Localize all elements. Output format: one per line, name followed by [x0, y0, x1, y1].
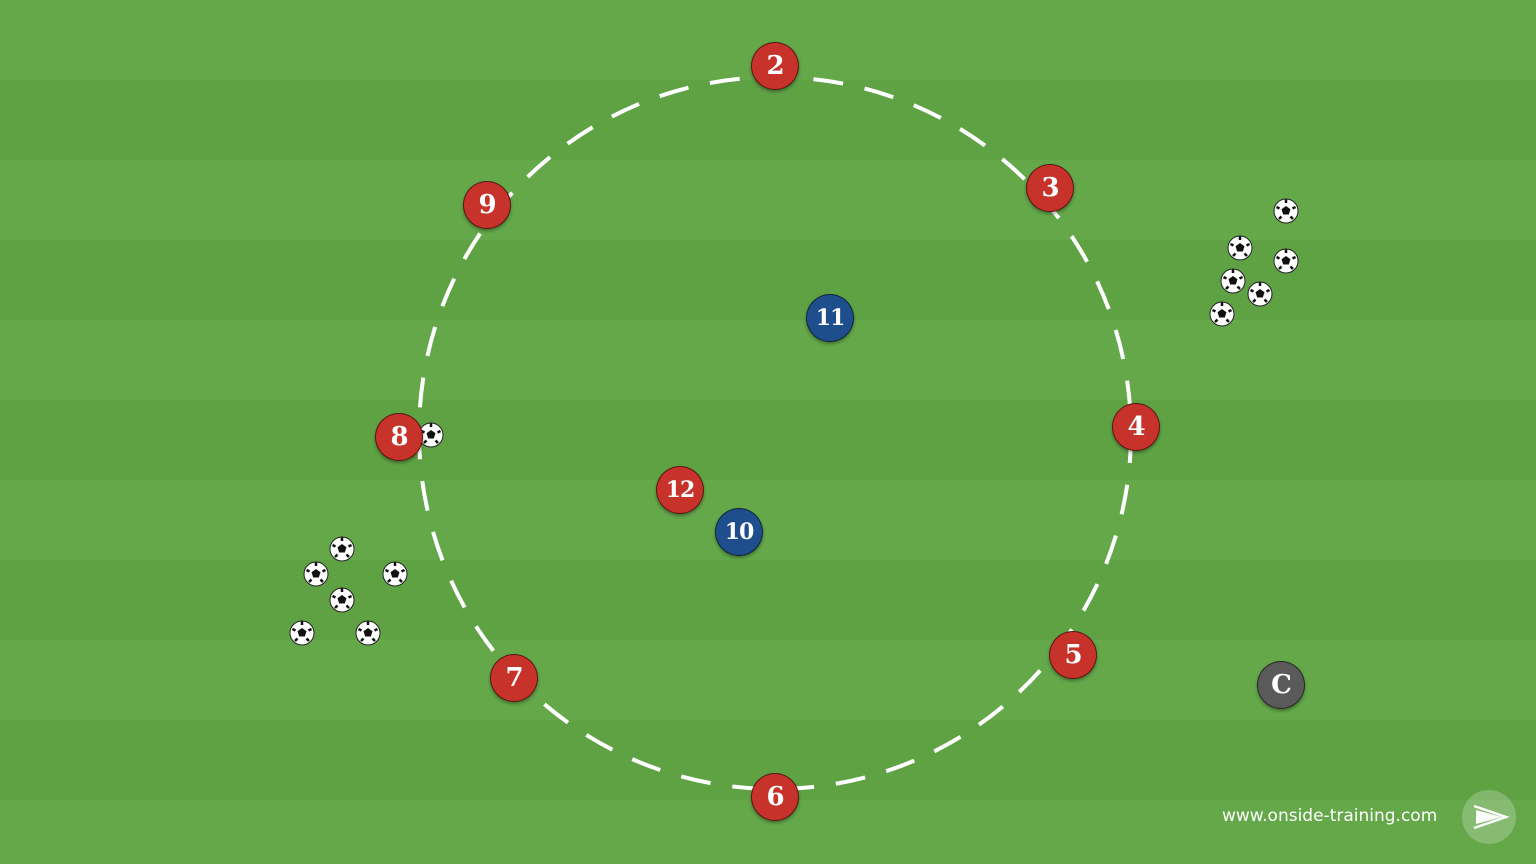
player-p11: 11 [806, 294, 854, 342]
soccer-ball-icon [1246, 280, 1274, 308]
player-p6: 6 [751, 773, 799, 821]
soccer-ball-icon [1219, 267, 1247, 295]
footer-url: www.onside-training.com [1222, 806, 1438, 826]
player-p8: 8 [375, 413, 423, 461]
soccer-ball-icon [1226, 234, 1254, 262]
player-p7: 7 [490, 654, 538, 702]
soccer-ball-icon [328, 586, 356, 614]
player-pc: C [1257, 661, 1305, 709]
soccer-ball-icon [1208, 300, 1236, 328]
soccer-ball-icon [302, 560, 330, 588]
soccer-ball-icon [328, 535, 356, 563]
onside-training-logo-icon [1462, 790, 1516, 844]
soccer-ball-icon [381, 560, 409, 588]
player-p3: 3 [1026, 164, 1074, 212]
player-p12: 12 [656, 466, 704, 514]
soccer-ball-icon [288, 619, 316, 647]
soccer-ball-icon [1272, 247, 1300, 275]
player-p5: 5 [1049, 631, 1097, 679]
player-p9: 9 [463, 181, 511, 229]
soccer-ball-icon [1272, 197, 1300, 225]
soccer-ball-icon [354, 619, 382, 647]
player-p4: 4 [1112, 403, 1160, 451]
player-p2: 2 [751, 42, 799, 90]
player-p10: 10 [715, 508, 763, 556]
